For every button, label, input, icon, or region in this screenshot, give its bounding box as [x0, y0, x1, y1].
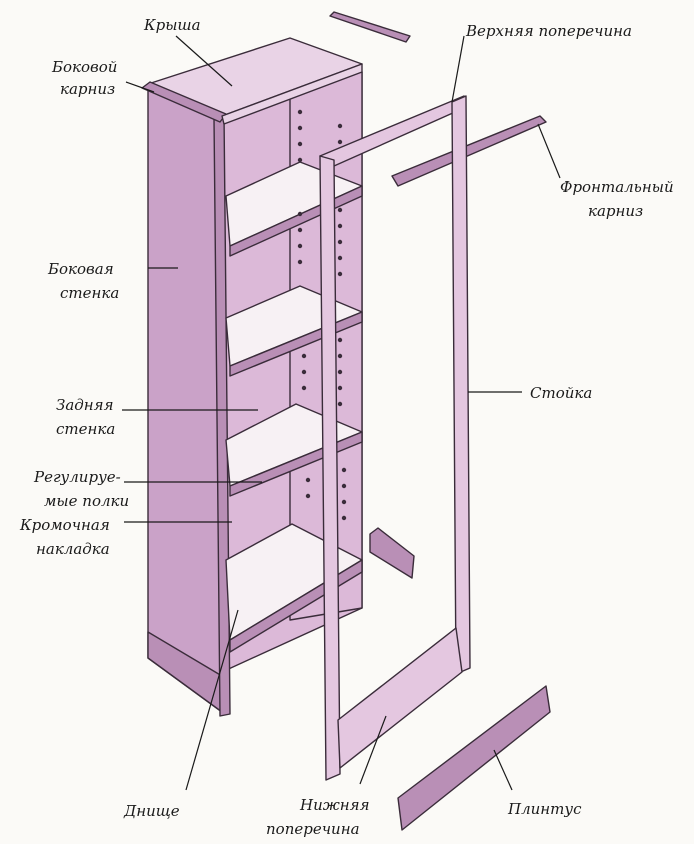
shelf-pin-holes: [297, 109, 347, 521]
face-frame: [319, 95, 471, 781]
frame-right-post: [451, 95, 471, 675]
label-edge-trim: Кромочная: [19, 516, 110, 534]
side-plinth-piece: [369, 527, 415, 579]
label-edge-trim-line2: накладка: [36, 540, 110, 558]
front-cornice-piece: [391, 115, 547, 187]
frame-left-post: [319, 155, 341, 781]
label-bottom-crossbar-line2: поперечина: [266, 820, 360, 838]
label-side-cornice-line2: карниз: [60, 80, 115, 98]
label-side-wall: Боковая: [47, 260, 114, 278]
roof-front-edge: [221, 63, 363, 125]
label-back-wall: Задняя: [56, 396, 114, 414]
label-front-cornice-line2: карниз: [588, 202, 643, 220]
label-bottom-crossbar: Нижняя: [299, 796, 370, 814]
label-adjustable-shelves-line2: мые полки: [44, 492, 129, 510]
top-cornice-piece: [329, 11, 411, 43]
label-plinth: Плинтус: [507, 800, 582, 818]
label-front-cornice: Фронтальный: [560, 178, 674, 196]
label-roof: Крыша: [143, 16, 201, 34]
label-adjustable-shelves: Регулируе-: [33, 468, 121, 486]
label-top-crossbar: Верхняя поперечина: [465, 22, 632, 40]
label-side-cornice: Боковой: [51, 58, 117, 76]
front-plinth-piece: [397, 685, 551, 831]
part-labels: Крыша Боковой карниз Верхняя поперечина …: [19, 16, 674, 838]
left-side-wall: [147, 85, 223, 713]
label-back-wall-line2: стенка: [56, 420, 115, 438]
label-bottom: Днище: [123, 802, 180, 820]
label-side-wall-line2: стенка: [60, 284, 119, 302]
label-post: Стойка: [530, 384, 592, 402]
leader-lines: [122, 35, 561, 791]
frame-bottom-crossbar: [337, 627, 463, 769]
